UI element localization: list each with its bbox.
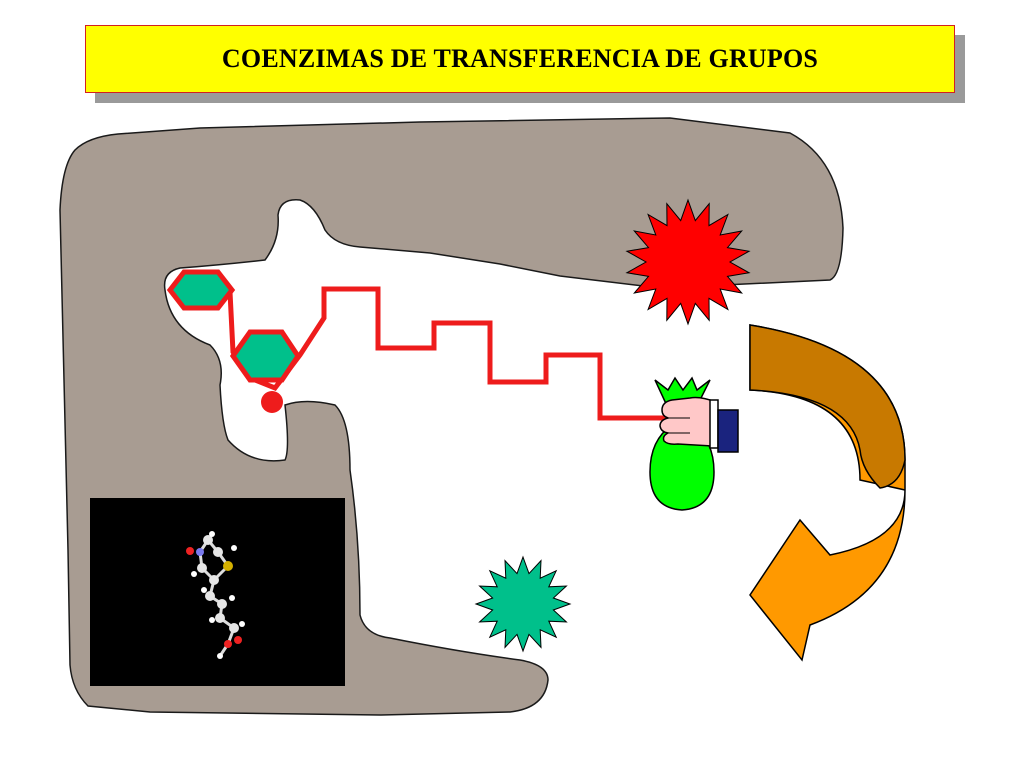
page-title: COENZIMAS DE TRANSFERENCIA DE GRUPOS — [221, 44, 819, 73]
hexagon-ring-small — [166, 269, 236, 311]
curved-arrow-icon — [749, 324, 906, 662]
title-box: COENZIMAS DE TRANSFERENCIA DE GRUPOS — [85, 25, 955, 93]
hand-with-bag-icon — [649, 376, 739, 511]
molecule-3d-model — [90, 498, 345, 686]
hexagon-ring-large — [229, 329, 302, 383]
red-dot — [261, 391, 283, 413]
green-star-product — [474, 555, 572, 653]
coenzyme-chain — [227, 286, 668, 421]
red-star-substrate — [625, 198, 751, 326]
